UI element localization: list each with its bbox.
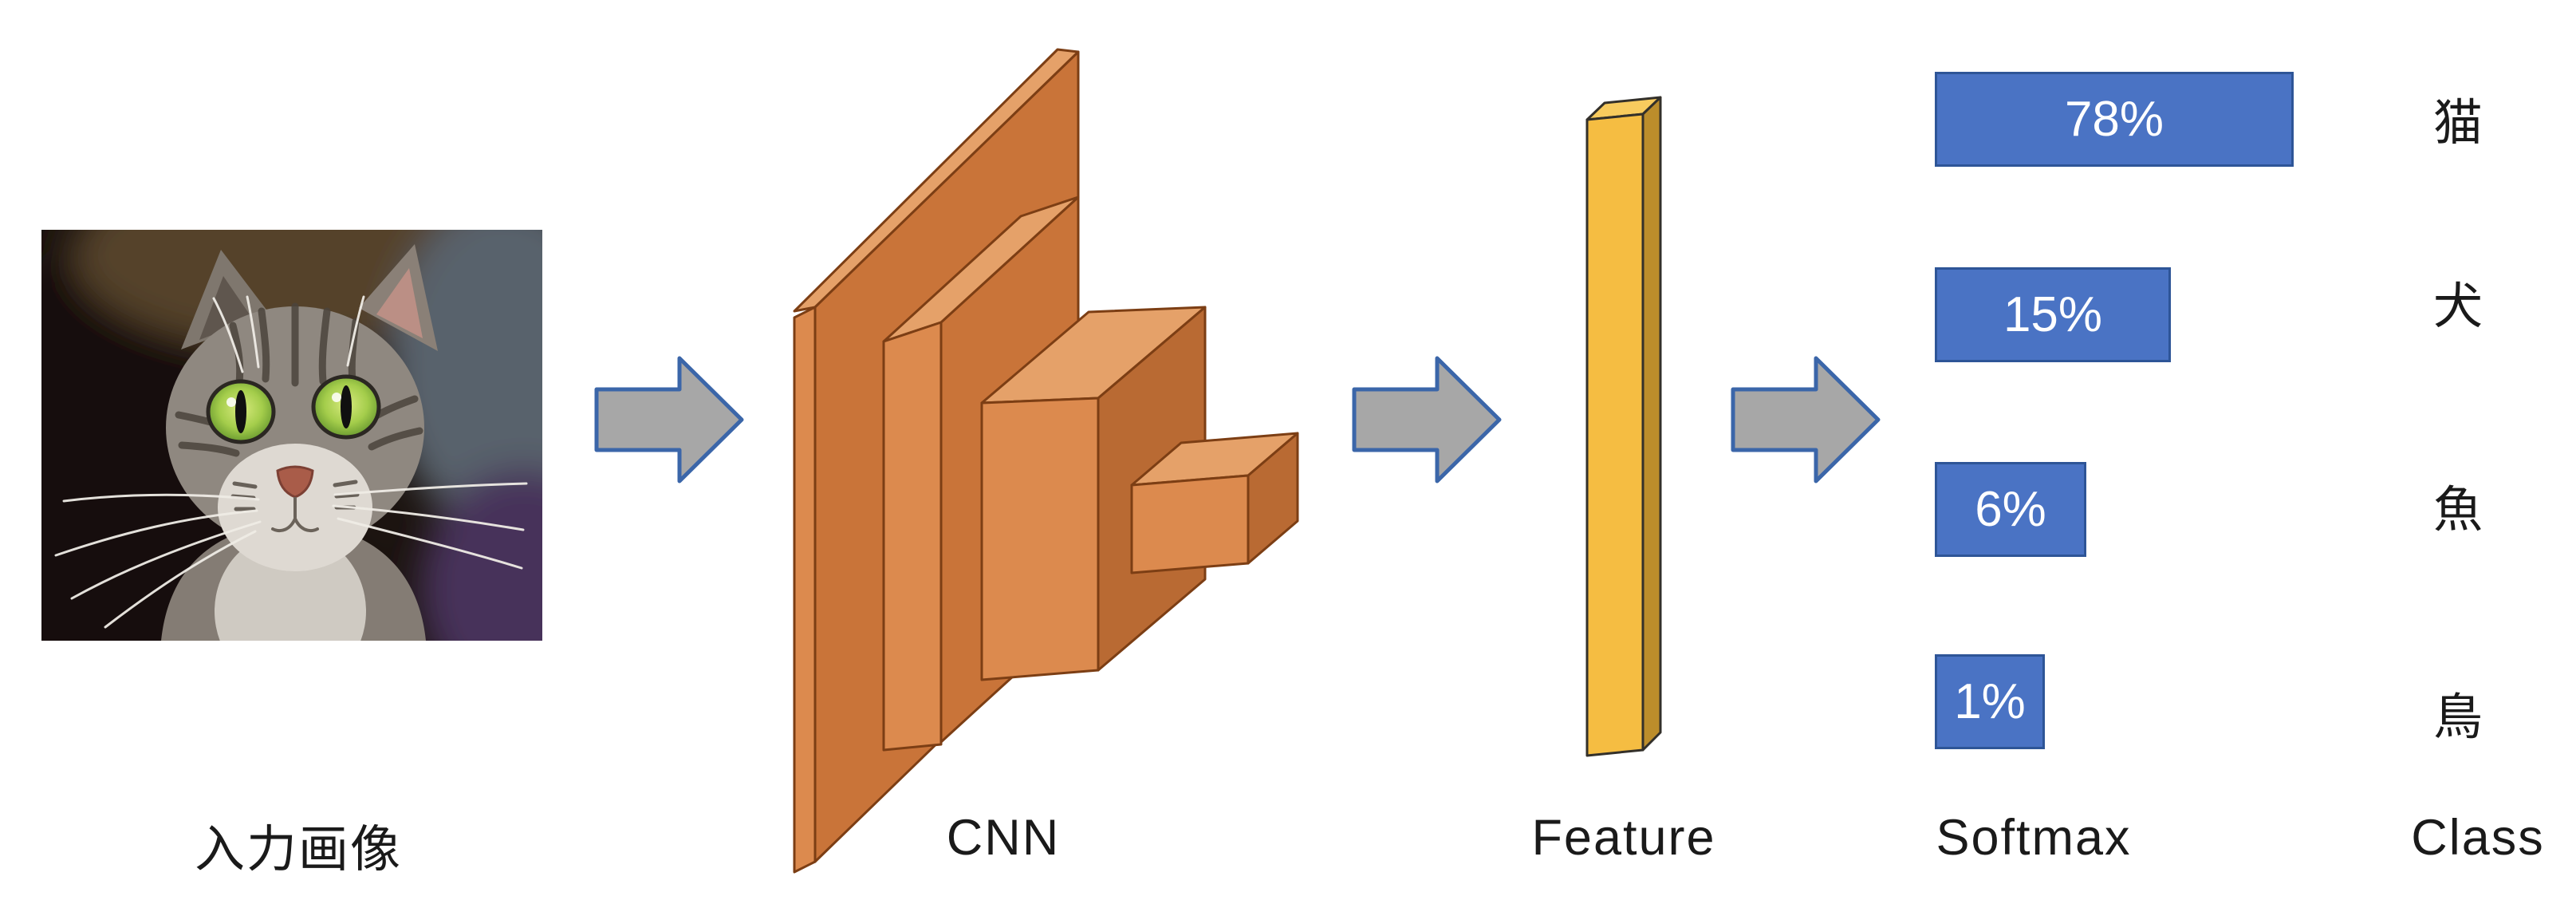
class-label-bird: 鳥 [2432,690,2483,745]
flow-arrows [594,356,1881,484]
feature-vector-column [1585,96,1662,757]
softmax-bar-cat: 78% [1935,72,2294,167]
softmax-value-bird: 1% [1954,674,2026,729]
caption-softmax: Softmax [1936,810,2132,866]
softmax-bar-fish: 6% [1935,462,2086,557]
class-label-cat: 猫 [2432,96,2483,151]
softmax-value-fish: 6% [1975,482,2046,537]
softmax-value-cat: 78% [2064,92,2164,147]
softmax-value-dog: 15% [2003,287,2103,342]
cat-illustration [0,158,628,716]
softmax-bar-bird: 1% [1935,654,2045,749]
softmax-bar-dog: 15% [1935,267,2171,362]
caption-feature: Feature [1531,810,1716,866]
class-label-dog: 犬 [2432,279,2483,334]
cat-eye-right [311,374,381,440]
arrow-right-icon-2 [1352,356,1502,484]
class-label-fish: 魚 [2432,483,2483,538]
cat-whiskers [54,295,528,629]
input-cat-photo [0,158,628,716]
arrow-right-icon-3 [1731,356,1881,484]
cnn-plate-side-face [793,306,817,874]
caption-input-image: 入力画像 [195,822,402,878]
cnn-block-group [793,48,1299,874]
cat-eye-left [206,379,276,444]
cat-nose [276,465,314,499]
cnn-cube-front-face [980,397,1100,681]
feature-side-face [1641,96,1662,752]
arrow-right-icon-1 [594,356,744,484]
caption-cnn: CNN [946,810,1061,866]
feature-front-face [1585,112,1644,757]
cnn-smallbox-front-face [1130,474,1250,574]
cnn-slab2-front-face [882,321,943,752]
caption-class: Class [2411,810,2545,866]
